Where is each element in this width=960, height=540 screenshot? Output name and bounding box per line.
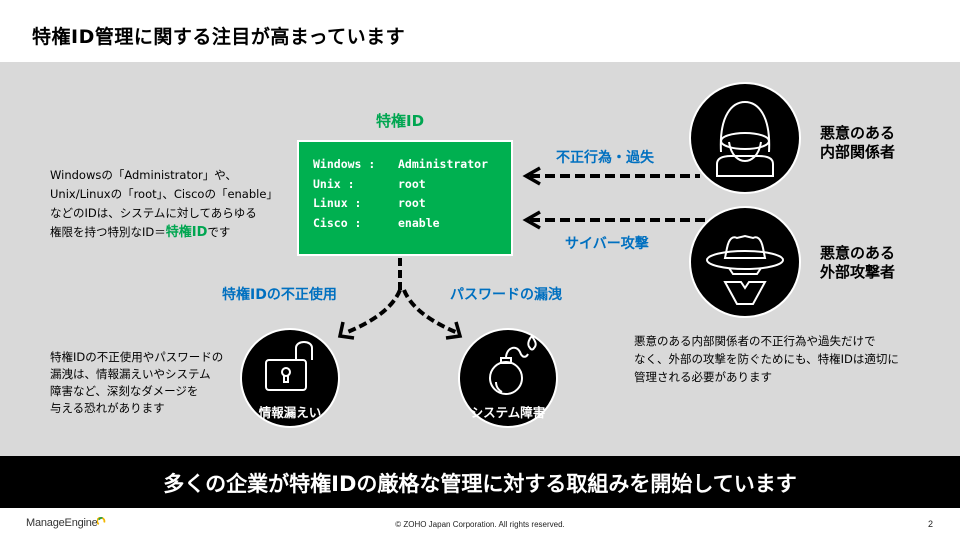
insider-arrowhead [522, 166, 541, 186]
description-line: 与える恐れがあります [50, 401, 165, 415]
manageengine-logo: ManageEngine [26, 516, 106, 529]
bomb-icon [489, 334, 537, 395]
description-line: 障害など、深刻なダメージを [50, 384, 199, 398]
description-text: 権限を持つ特別なID＝ [50, 225, 166, 239]
leak-dashed-arrow [402, 289, 459, 335]
account-name-cisco: enable [398, 216, 440, 230]
description-line: Unix/Linuxの「root」、Ciscoの「enable」 [50, 187, 278, 201]
privileged-id-description: Windowsの「Administrator」や、 Unix/Linuxの「ro… [50, 166, 278, 242]
account-system-unix: Unix : [313, 177, 355, 191]
hooded-person-icon [716, 100, 774, 177]
copyright-text: © ZOHO Japan Corporation. All rights res… [395, 520, 565, 529]
account-name-windows: Administrator [398, 157, 489, 171]
insider-avatar [689, 82, 801, 194]
description-line: 権限を持つ特別なID＝特権IDです [50, 223, 278, 242]
slide-title: 特権ID管理に関する注目が高まっています [32, 26, 406, 48]
account-name-unix: root [398, 177, 426, 191]
impacts-description: 特権IDの不正使用やパスワードの 漏洩は、情報漏えいやシステム 障害など、深刻な… [50, 349, 223, 417]
hat-spy-icon [706, 234, 784, 305]
description-line: 特権IDの不正使用やパスワードの [50, 350, 224, 364]
privileged-id-heading: 特権ID [376, 112, 425, 130]
conclusion-text: 多くの企業が特権IDの厳格な管理に対する取組みを開始しています [163, 472, 797, 496]
leak-arrowhead [445, 321, 463, 340]
misuse-dashed-arrow [344, 289, 402, 335]
account-system-windows: Windows : [313, 157, 376, 171]
conclusion-banner: 多くの企業が特権IDの厳格な管理に対する取組みを開始しています [0, 456, 960, 508]
outsider-label-line2: 外部攻撃者 [820, 263, 896, 281]
privileged-id-highlight: 特権ID [165, 225, 208, 240]
logo-text: ManageEngine [26, 517, 98, 529]
insider-label-line1: 悪意のある [820, 124, 896, 142]
logo-arc-icon [95, 516, 105, 525]
misuse-arrowhead [337, 321, 355, 340]
cyber-attack-label: サイバー攻撃 [565, 236, 649, 252]
account-system-cisco: Cisco : [313, 216, 362, 230]
insider-label: 悪意のある 内部関係者 [820, 124, 895, 162]
account-system-linux: Linux : [313, 196, 362, 210]
description-line: なく、外部の攻撃を防ぐためにも、特権IDは適切に [634, 352, 899, 366]
system-failure-caption: システム障害 [470, 405, 546, 420]
outsider-label: 悪意のある 外部攻撃者 [820, 244, 895, 282]
account-name-linux: root [398, 196, 426, 210]
privileged-id-box: Windows : Administrator Unix : root Linu… [297, 140, 513, 256]
description-line: 漏洩は、情報漏えいやシステム [50, 367, 211, 381]
cyber-arrowhead [522, 210, 541, 230]
open-padlock-icon [265, 341, 313, 391]
description-line: Windowsの「Administrator」や、 [50, 168, 237, 182]
insider-label-line2: 内部関係者 [820, 143, 896, 161]
insider-threat-label: 不正行為・過失 [556, 150, 654, 166]
system-failure-circle: システム障害 [458, 328, 558, 428]
actors-description: 悪意のある内部関係者の不正行為や過失だけで なく、外部の攻撃を防ぐためにも、特権… [634, 332, 899, 386]
description-text: です [207, 225, 231, 239]
misuse-label: 特権IDの不正使用 [222, 287, 337, 303]
description-line: などのIDは、システムに対してあらゆる [50, 206, 257, 220]
page-number: 2 [928, 519, 934, 529]
info-leak-caption: 情報漏えい [258, 405, 322, 420]
outsider-avatar [689, 206, 801, 318]
password-leak-label: パスワードの漏洩 [450, 287, 562, 303]
description-line: 管理される必要があります [634, 370, 772, 384]
info-leak-circle: 情報漏えい [240, 328, 340, 428]
outsider-label-line1: 悪意のある [820, 244, 896, 262]
description-line: 悪意のある内部関係者の不正行為や過失だけで [634, 334, 876, 348]
